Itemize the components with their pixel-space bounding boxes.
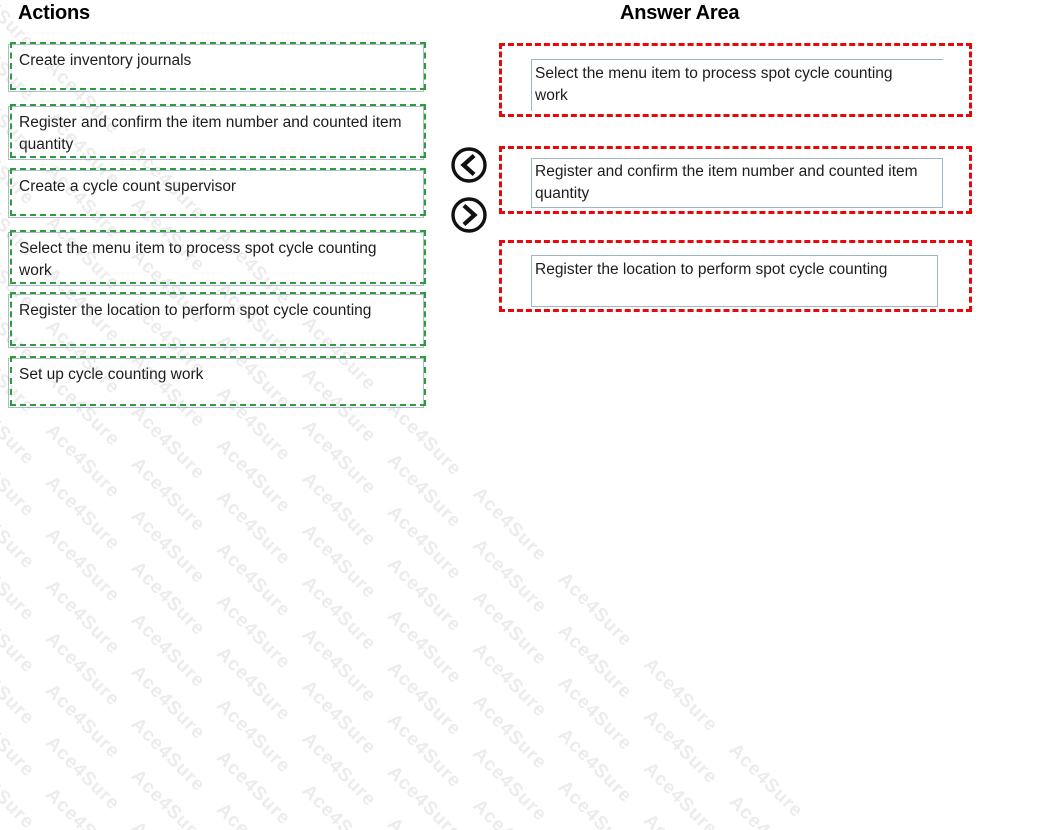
watermark-text: Ace4Sure Ace4Sure Ace4Sure Ace4Sure Ace4… [0, 372, 1045, 830]
action-tile-label: Select the menu item to process spot cyc… [19, 240, 377, 279]
answer-slot-label: Register the location to perform spot cy… [535, 261, 888, 278]
action-tile-label: Create inventory journals [19, 52, 192, 69]
actions-column-title: Actions [18, 2, 90, 24]
action-tile-label: Register and confirm the item number and… [19, 114, 402, 153]
watermark-text: Ace4Sure Ace4Sure Ace4Sure Ace4Sure Ace4… [0, 736, 1045, 830]
answer-slot[interactable]: Select the menu item to process spot cyc… [499, 43, 972, 117]
answer-slot-label: Register and confirm the item number and… [535, 163, 918, 202]
move-right-button[interactable] [450, 196, 488, 234]
answer-slot-inner-box [531, 158, 943, 208]
answer-area-column-title: Answer Area [620, 2, 740, 24]
drag-and-drop-question: Actions Answer Area Create inventory jou… [8, 2, 972, 408]
answer-slot[interactable]: Register the location to perform spot cy… [499, 240, 972, 312]
action-tile[interactable]: Select the menu item to process spot cyc… [8, 230, 426, 286]
watermark-text: Ace4Sure Ace4Sure Ace4Sure Ace4Sure Ace4… [0, 788, 1045, 830]
action-tile-label: Register the location to perform spot cy… [19, 302, 372, 319]
action-tile-label: Create a cycle count supervisor [19, 178, 237, 195]
chevron-right-circle-icon [451, 197, 487, 233]
watermark-text: Ace4Sure Ace4Sure Ace4Sure Ace4Sure Ace4… [0, 476, 1045, 830]
action-tile[interactable]: Create inventory journals [8, 42, 426, 92]
chevron-left-circle-icon [451, 147, 487, 183]
action-tile[interactable]: Register and confirm the item number and… [8, 104, 426, 160]
watermark-text: Ace4Sure Ace4Sure Ace4Sure Ace4Sure Ace4… [0, 424, 1045, 830]
action-tile[interactable]: Register the location to perform spot cy… [8, 292, 426, 348]
action-tile[interactable]: Set up cycle counting work [8, 356, 426, 408]
move-left-button[interactable] [450, 146, 488, 184]
action-tile-label: Set up cycle counting work [19, 366, 204, 383]
watermark-text: Ace4Sure Ace4Sure Ace4Sure Ace4Sure Ace4… [0, 580, 1045, 830]
answer-slot-inner-box [531, 59, 943, 111]
watermark-text: Ace4Sure Ace4Sure Ace4Sure Ace4Sure Ace4… [0, 632, 1045, 830]
answer-slot[interactable]: Register and confirm the item number and… [499, 146, 972, 214]
watermark-text: Ace4Sure Ace4Sure Ace4Sure Ace4Sure Ace4… [0, 528, 1045, 830]
answer-slot-label: Select the menu item to process spot cyc… [535, 65, 893, 104]
action-tile[interactable]: Create a cycle count supervisor [8, 168, 426, 218]
watermark-text: Ace4Sure Ace4Sure Ace4Sure Ace4Sure Ace4… [0, 684, 1045, 830]
answer-slot-inner-box [531, 255, 938, 307]
